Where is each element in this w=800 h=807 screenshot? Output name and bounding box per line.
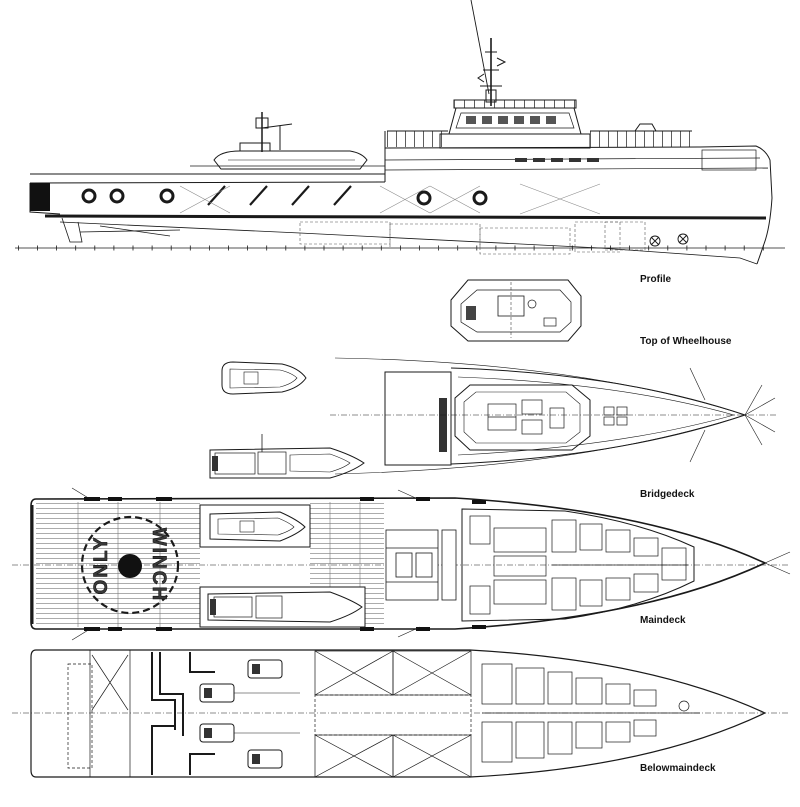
engine-icon: [247, 659, 283, 679]
maindeck-bow-lines: [71, 487, 791, 641]
engine-icon: [247, 749, 283, 769]
winch-circle: [80, 515, 180, 615]
rib-bay: [199, 504, 311, 548]
profile-view: Profile: [15, 0, 785, 285]
workboat-bay: [199, 586, 366, 628]
bridge-wheelhouse-plan: [454, 384, 591, 451]
bridgedeck-hatched-strip: [439, 398, 447, 452]
main-engines: [199, 659, 300, 769]
hull-stripe: [44, 214, 767, 220]
deck-workboat-profile: [213, 142, 368, 170]
bow-mooring-lines: [689, 367, 776, 463]
winch-area: WINCH ONLY: [80, 515, 180, 615]
maindeck-stair-block: [385, 529, 457, 601]
below-deck-rooms: [481, 663, 700, 763]
view-label-belowmaindeck: Belowmaindeck: [640, 763, 716, 774]
stern-compartment: [67, 650, 131, 777]
stern-transom: [30, 183, 50, 211]
belowmaindeck-view: Belowmaindeck: [12, 649, 790, 778]
lifebuoys: [81, 188, 488, 206]
bulwark-markers: [84, 497, 486, 631]
antenna-mast: [470, 0, 490, 95]
radar-mast: [477, 38, 507, 106]
workboat-plan: [209, 434, 365, 479]
underwater-tanks: [299, 221, 646, 255]
maindeck-accommodation-outline: [461, 508, 695, 622]
maindeck-view: WINCH ONLY: [12, 487, 791, 641]
wheelhouse-windows: [466, 116, 556, 124]
superstructure-window-band: [515, 158, 599, 162]
aft-deck-crane: [255, 112, 293, 152]
winch-marking-first: WINCH: [148, 528, 169, 602]
lifebuoy-icon: [416, 190, 432, 206]
thruster-icon: [649, 235, 661, 247]
profile-keel-line: [59, 221, 758, 265]
view-label-top-of-wheelhouse: Top of Wheelhouse: [640, 336, 732, 347]
winch-target-dot: [118, 554, 142, 578]
lifebuoy-icon: [109, 188, 125, 204]
top-of-wheelhouse-view: Top of Wheelhouse: [450, 279, 732, 347]
forward-railings: [387, 123, 692, 147]
fore-bulwark-panel: [701, 149, 757, 171]
bridgedeck-aft-platform: [384, 371, 452, 466]
bridgedeck-view: Bridgedeck: [330, 357, 778, 500]
bow-thruster-marks: [649, 233, 689, 247]
view-label-profile: Profile: [640, 274, 672, 285]
stern-gear: [61, 217, 181, 243]
lifebuoy-icon: [472, 190, 488, 206]
hull-frame-bracing: [179, 183, 601, 215]
wheelhouse-roof-outline: [450, 279, 582, 342]
hull-side-openings: [207, 185, 352, 206]
winch-marking-second: ONLY: [91, 535, 112, 594]
tank-grid: [314, 650, 472, 778]
belowmaindeck-outline: [30, 649, 767, 778]
exhaust-pipes: [151, 652, 215, 775]
view-label-bridgedeck: Bridgedeck: [640, 489, 695, 500]
view-label-maindeck: Maindeck: [640, 615, 686, 626]
thruster-icon: [677, 233, 689, 245]
lifebuoy-icon: [81, 188, 97, 204]
bridge-consoles: [487, 399, 565, 435]
boats-plan: [209, 361, 365, 479]
rescue-rib-plan: [221, 361, 307, 395]
aft-bulwark-rail: [30, 165, 385, 175]
roof-console: [497, 295, 525, 317]
maindeck-rooms: [469, 515, 688, 615]
lifebuoy-icon: [159, 188, 175, 204]
